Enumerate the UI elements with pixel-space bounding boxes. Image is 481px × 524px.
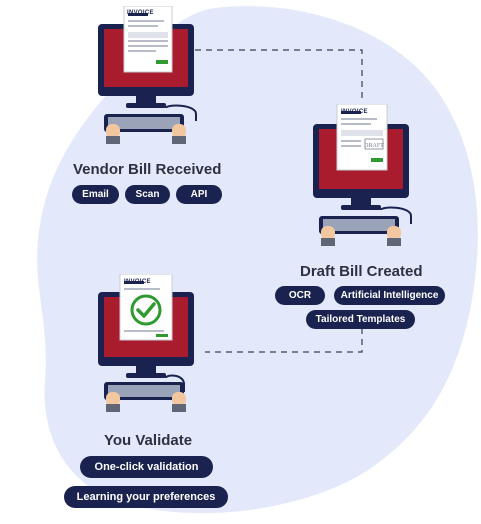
tag-api: API: [176, 185, 222, 204]
tag-ocr: OCR: [275, 286, 325, 305]
stage-3-title: You Validate: [104, 432, 193, 449]
connector-bottom: [205, 328, 363, 353]
tag-learning-your-preferences: Learning your preferences: [64, 486, 228, 508]
invoice-label-3: INVOICE: [124, 279, 151, 285]
computer-2-icon: DRAFT: [313, 104, 412, 246]
tag-one-click-validation: One-click validation: [80, 456, 213, 478]
tag-tailored-templates: Tailored Templates: [306, 310, 415, 329]
tag-email: Email: [72, 185, 119, 204]
stage-1-title: Vendor Bill Received: [73, 161, 222, 178]
tag-artificial-intelligence: Artificial Intelligence: [334, 286, 445, 305]
invoice-label-2: INVOICE: [341, 109, 368, 115]
computer-1-icon: [98, 6, 197, 144]
invoice-label-1: INVOICE: [127, 10, 154, 16]
stage-2-title: Draft Bill Created: [300, 263, 423, 280]
tag-scan: Scan: [125, 185, 170, 204]
connector-top: [195, 49, 363, 100]
draft-stamp: DRAFT: [364, 143, 384, 149]
computer-3-icon: [98, 274, 194, 412]
